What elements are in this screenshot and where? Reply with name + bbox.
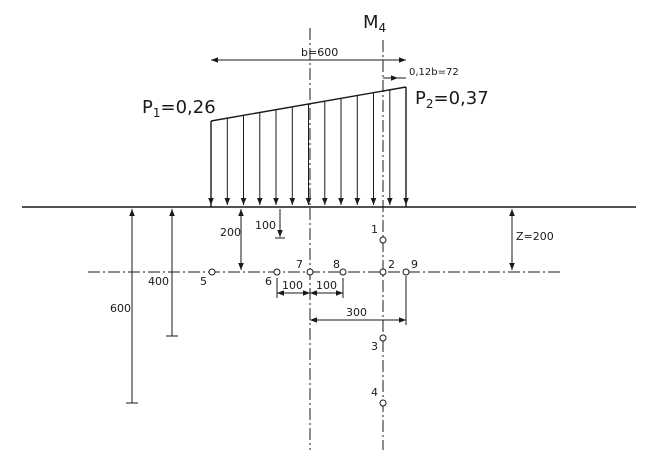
point-6-label: 6 [265,275,272,288]
point-2-label: 2 [388,258,395,271]
point-6-marker [273,268,281,276]
point-8-label: 8 [333,258,340,271]
point-1-marker [379,236,387,244]
p1-label: P1=0,26 [142,97,216,120]
point-7-marker [306,268,314,276]
point-3-marker [379,334,387,342]
point-9-label: 9 [411,258,418,271]
depth-200-label: 200 [220,226,241,239]
width-label: b=600 [301,46,338,59]
h300-label: 300 [346,306,367,319]
point-5-label: 5 [200,275,207,288]
z-label: Z=200 [516,230,554,243]
point-5-marker [208,268,216,276]
depth-400-label: 400 [148,275,169,288]
point-1-label: 1 [371,223,378,236]
point-4-label: 4 [371,386,378,399]
point-7-label: 7 [296,258,303,271]
point-3-label: 3 [371,340,378,353]
h100a-label: 100 [282,279,303,292]
h100b-label: 100 [316,279,337,292]
point-4-marker [379,399,387,407]
point-9-marker [402,268,410,276]
offset-label: 0,12b=72 [409,67,459,78]
depth-100-label: 100 [255,219,276,232]
section-label: M4 [363,12,386,35]
point-8-marker [339,268,347,276]
depth-600-label: 600 [110,302,131,315]
load-arrows [208,87,409,205]
point-2-marker [379,268,387,276]
p2-label: P2=0,37 [415,88,489,111]
